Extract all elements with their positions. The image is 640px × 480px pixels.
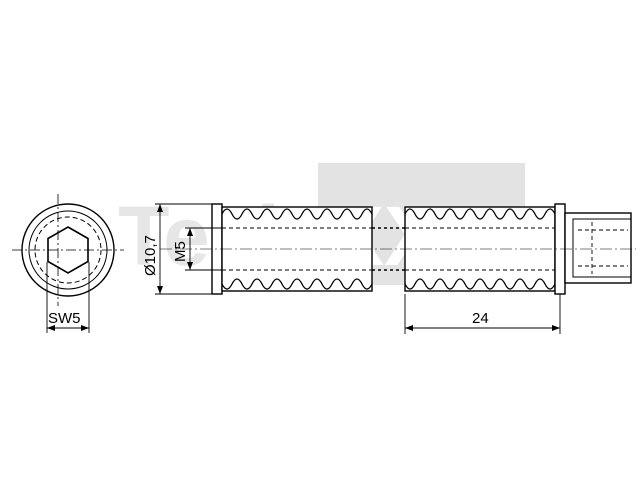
right-thread-bottom-crests	[404, 278, 556, 290]
od-arrow-bottom	[157, 286, 163, 294]
sw-arrow-left	[47, 325, 55, 331]
m5-label: M5	[172, 241, 189, 262]
hex-head-body	[564, 212, 632, 284]
od-arrow-top	[157, 204, 163, 212]
side-view	[155, 203, 636, 334]
len-arrow-right	[552, 325, 560, 331]
sw-arrow-right	[81, 325, 89, 331]
len-arrow-left	[405, 325, 413, 331]
hex-head-inner	[572, 218, 632, 278]
end-view	[12, 194, 124, 333]
right-thread-top-crests	[404, 208, 556, 220]
od-label: Ø10,7	[142, 235, 159, 276]
length-label: 24	[472, 310, 489, 327]
m5-arrow-bottom	[187, 262, 193, 270]
end-view-thread-circle	[34, 216, 102, 284]
left-thread-bottom-crests	[221, 278, 373, 290]
hex-socket-icon	[47, 226, 89, 274]
sw-label: SW5	[48, 310, 81, 327]
left-thread-top-crests	[221, 208, 373, 220]
m5-arrow-top	[187, 228, 193, 236]
